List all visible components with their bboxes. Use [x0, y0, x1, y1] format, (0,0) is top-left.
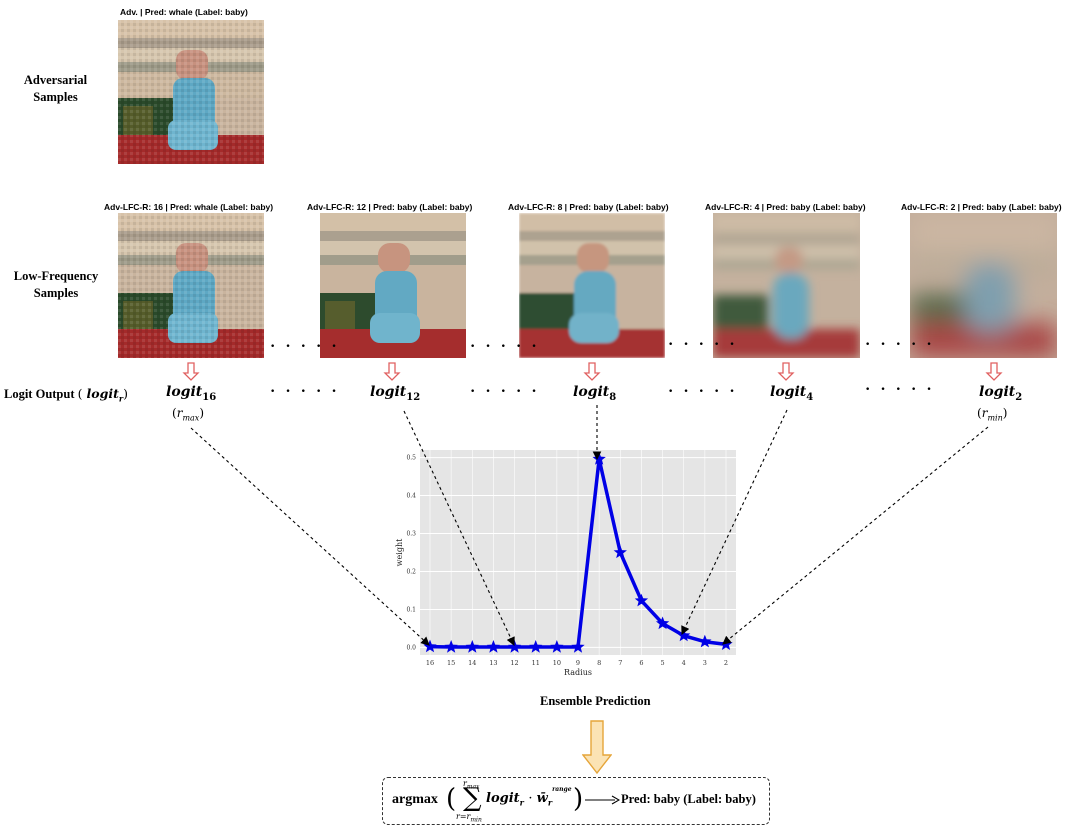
- data-point-star: [486, 640, 501, 653]
- r-max-label: (rmax): [172, 406, 204, 423]
- ellipsis-3: · · · · ·: [668, 336, 738, 353]
- lfc-sample-image-8: [519, 213, 665, 358]
- x-tick-label: 11: [532, 659, 540, 667]
- ellipsis-2: · · · · ·: [470, 338, 540, 355]
- data-point-star: [655, 616, 670, 630]
- lfc-caption-8: Adv-LFC-R: 8 | Pred: baby (Label: baby): [508, 202, 669, 212]
- x-tick-label: 13: [489, 659, 497, 667]
- y-tick-label: 0.1: [406, 606, 416, 613]
- x-tick-label: 16: [426, 659, 434, 667]
- y-tick-label: 0.0: [406, 644, 416, 651]
- data-point-star: [529, 640, 543, 653]
- formula-term: logitr · w̄rrange: [486, 785, 572, 808]
- lfc-sample-image-4: [713, 213, 860, 358]
- x-tick-label: 5: [661, 659, 665, 667]
- lfc-caption-12: Adv-LFC-R: 12 | Pred: baby (Label: baby): [307, 202, 473, 212]
- lfc-sample-image-16: [118, 213, 264, 358]
- data-point-star: [634, 593, 649, 607]
- data-point-star: [423, 639, 437, 653]
- y-tick-label: 0.2: [406, 568, 416, 575]
- adversarial-sample-image: [118, 20, 264, 164]
- y-tick-label: 0.4: [406, 493, 416, 500]
- formula-sum-bottom: r=rmin: [456, 812, 482, 824]
- down-arrow-icon-2: [985, 362, 1003, 381]
- formula-result: Pred: baby (Label: baby): [621, 792, 756, 806]
- ellipsis-4: · · · · ·: [865, 336, 935, 353]
- data-point-star: [571, 640, 585, 653]
- x-tick-label: 8: [597, 659, 601, 667]
- data-point-star: [613, 545, 627, 559]
- ellipsis-1: · · · · ·: [270, 338, 340, 355]
- logit-16: logit16: [166, 384, 217, 403]
- data-point-star: [550, 640, 564, 653]
- lfc-sample-image-12: [320, 213, 466, 358]
- logit-4: logit4: [770, 384, 814, 403]
- down-arrow-icon-16: [182, 362, 200, 381]
- x-tick-label: 15: [447, 659, 455, 667]
- logit-12: logit12: [370, 384, 421, 403]
- logit-2: logit2: [979, 384, 1023, 403]
- ellipsis-7: · · · · ·: [668, 383, 738, 400]
- lfc-sample-image-2: [910, 213, 1057, 358]
- x-tick-label: 2: [724, 659, 728, 667]
- y-tick-label: 0.3: [406, 531, 416, 538]
- down-arrow-icon-4: [777, 362, 795, 381]
- data-point-star: [465, 640, 479, 653]
- data-point-star: [444, 640, 458, 653]
- weight-radius-chart: 0.0 0.1 0.2 0.3 0.4 0.5 16 15 14 13 12 11 10 9 8 7 6 5 4 3 2…: [395, 450, 736, 677]
- data-point-star: [507, 640, 522, 653]
- x-tick-label: 9: [576, 659, 580, 667]
- x-tick-label: 3: [703, 659, 707, 667]
- summation-icon: ∑: [463, 783, 482, 813]
- ensemble-title: Ensemble Prediction: [540, 694, 651, 708]
- formula-argmax: argmax: [392, 792, 438, 807]
- right-arrow-icon: [585, 795, 620, 805]
- down-arrow-big-icon: [582, 720, 612, 775]
- down-arrow-icon-8: [583, 362, 601, 381]
- lfc-caption-2: Adv-LFC-R: 2 | Pred: baby (Label: baby): [901, 202, 1062, 212]
- logit-output-row-label: Logit Output ( logitr): [4, 386, 128, 404]
- logit-8: logit8: [573, 384, 617, 403]
- x-tick-label: 6: [639, 659, 643, 667]
- r-min-label: (rmin): [977, 406, 1008, 423]
- low-frequency-row-label: Low-Frequency Samples: [13, 269, 99, 300]
- x-tick-label: 10: [553, 659, 561, 667]
- down-arrow-icon-12: [383, 362, 401, 381]
- x-axis-label: Radius: [564, 668, 592, 677]
- x-tick-label: 4: [682, 659, 686, 667]
- ellipsis-6: · · · · ·: [470, 383, 540, 400]
- x-tick-label: 12: [510, 659, 518, 667]
- lfc-caption-4: Adv-LFC-R: 4 | Pred: baby (Label: baby): [705, 202, 866, 212]
- x-tick-label: 14: [468, 659, 476, 667]
- lfc-caption-16: Adv-LFC-R: 16 | Pred: whale (Label: baby…: [104, 202, 274, 212]
- formula-sum-top: rmax: [463, 779, 480, 791]
- adversarial-row-label: Adversarial Samples: [23, 73, 88, 104]
- data-point-star: [698, 634, 712, 648]
- x-tick-label: 7: [618, 659, 622, 667]
- formula-close-paren: ): [573, 784, 584, 814]
- y-axis-label: weight: [395, 538, 404, 566]
- adv-caption: Adv. | Pred: whale (Label: baby): [120, 7, 248, 17]
- y-tick-label: 0.5: [406, 455, 416, 462]
- ellipsis-5: · · · · ·: [270, 383, 340, 400]
- ellipsis-8: · · · · ·: [865, 381, 935, 398]
- formula-open-paren: (: [446, 784, 457, 814]
- ensemble-formula-box: argmax ( rmax ∑ r=rmin logitr · w̄rrange…: [382, 777, 770, 825]
